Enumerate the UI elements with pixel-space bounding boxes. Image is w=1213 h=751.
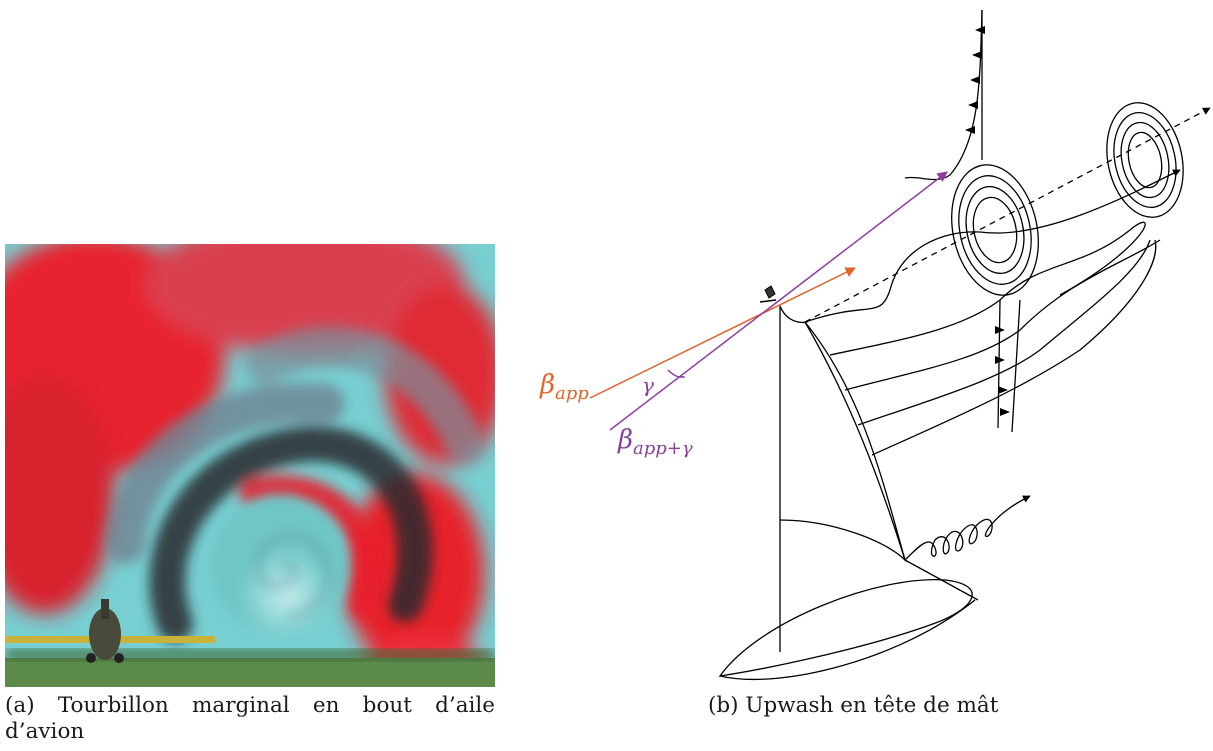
gamma-label: γ — [642, 373, 654, 397]
caption-a: (a) Tourbillon marginal en bout d’aile d… — [5, 693, 495, 745]
caption-b: (b) Upwash en tête de mât — [708, 693, 1128, 719]
caption-b-text: Upwash en tête de mât — [745, 693, 999, 718]
upwash-diagram: βapp βapp+γ γ — [539, 9, 1211, 681]
caption-a-text: Tourbillon marginal en bout d’aile d’avi… — [5, 693, 495, 744]
caption-a-tag: (a) — [5, 693, 35, 718]
beta-app-gamma-arrow — [609, 171, 948, 431]
hull-outline — [718, 578, 973, 677]
gamma-arc — [667, 369, 685, 379]
wingtip-vortex-photo — [5, 244, 495, 687]
beta-app-arrow — [589, 267, 856, 399]
sail — [779, 305, 907, 563]
beta-app-gamma-label: βapp+γ — [617, 425, 693, 459]
caption-b-tag: (b) — [708, 693, 739, 718]
beta-app-label: βapp — [539, 370, 589, 404]
